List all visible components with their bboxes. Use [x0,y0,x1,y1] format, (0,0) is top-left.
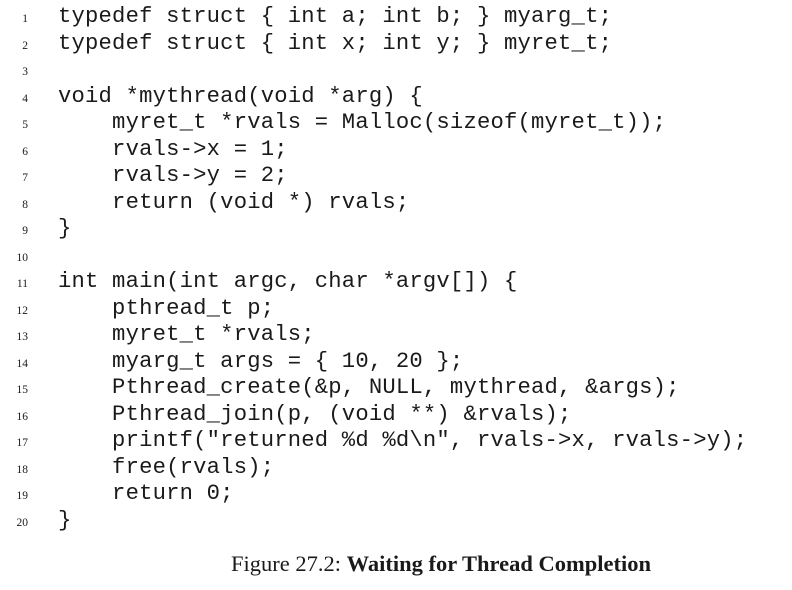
line-code: int main(int argc, char *argv[]) { [58,269,518,294]
line-number: 6 [22,145,28,158]
line-code: myret_t *rvals; [58,322,315,347]
code-line: 9 } [0,216,792,243]
code-line: 16 Pthread_join(p, (void **) &rvals); [0,402,792,429]
code-line: 17 printf("returned %d %d\n", rvals->x, … [0,428,792,455]
line-number: 3 [22,66,28,78]
code-line: 19 return 0; [0,481,792,508]
code-line: 3 [0,57,792,84]
line-number: 14 [16,357,29,370]
line-number: 5 [22,119,28,131]
figure-caption: Figure 27.2: Waiting for Thread Completi… [0,551,792,577]
line-code: } [58,216,72,241]
code-listing: 1 typedef struct { int a; int b; } myarg… [0,4,792,534]
line-number: 8 [22,198,28,211]
line-code: return 0; [58,481,234,506]
code-line: 8 return (void *) rvals; [0,190,792,217]
figure-label: Figure 27.2: [230,551,341,576]
line-number: 19 [16,490,29,502]
code-line: 20 } [0,508,792,535]
line-number: 12 [16,304,29,317]
line-code: void *mythread(void *arg) { [58,83,423,109]
line-code: free(rvals); [58,454,275,480]
code-line: 1 typedef struct { int a; int b; } myarg… [0,4,792,31]
code-line: 14 myarg_t args = { 10, 20 }; [0,349,792,376]
figure-title: Waiting for Thread Completion [346,551,652,576]
line-number: 4 [22,92,28,105]
code-line: 13 myret_t *rvals; [0,322,792,349]
line-number: 10 [16,251,29,264]
line-code: Pthread_join(p, (void **) &rvals); [58,401,572,427]
line-number: 15 [16,384,29,396]
line-code: rvals->x = 1; [58,136,288,162]
line-number: 17 [16,437,29,449]
line-number: 11 [16,278,28,290]
code-line: 12 pthread_t p; [0,296,792,323]
line-code: rvals->y = 2; [58,163,288,188]
code-line: 2 typedef struct { int x; int y; } myret… [0,31,792,58]
code-line: 15 Pthread_create(&p, NULL, mythread, &a… [0,375,792,402]
line-number: 16 [16,410,29,423]
line-code: typedef struct { int x; int y; } myret_t… [58,30,613,56]
code-line: 4 void *mythread(void *arg) { [0,84,792,111]
line-code: pthread_t p; [58,295,275,321]
line-number: 18 [16,463,29,476]
code-line: 18 free(rvals); [0,455,792,482]
line-code: myarg_t args = { 10, 20 }; [58,348,464,374]
line-code: return (void *) rvals; [58,189,410,215]
line-number: 9 [22,225,28,237]
line-code: printf("returned %d %d\n", rvals->x, rva… [58,428,748,453]
code-line: 11 int main(int argc, char *argv[]) { [0,269,792,296]
line-code: myret_t *rvals = Malloc(sizeof(myret_t))… [58,110,667,135]
line-number: 13 [16,331,29,343]
code-line: 10 [0,243,792,270]
line-number: 7 [22,172,28,184]
line-code: } [58,507,72,533]
code-line: 7 rvals->y = 2; [0,163,792,190]
line-number: 1 [22,13,28,25]
line-number: 2 [22,39,28,52]
line-code: typedef struct { int a; int b; } myarg_t… [58,4,613,29]
line-number: 20 [16,516,29,529]
code-line: 5 myret_t *rvals = Malloc(sizeof(myret_t… [0,110,792,137]
code-line: 6 rvals->x = 1; [0,137,792,164]
line-code: Pthread_create(&p, NULL, mythread, &args… [58,375,680,400]
